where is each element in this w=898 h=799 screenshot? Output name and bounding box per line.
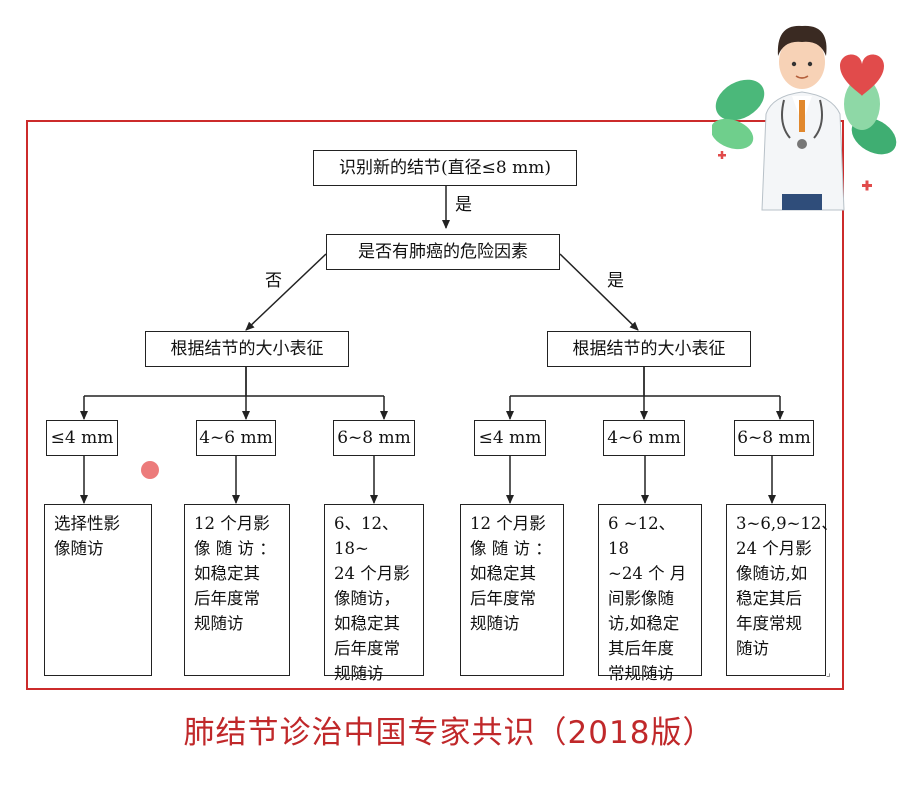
action-leq4-right: 12 个月影 像 随 访 ： 如稳定其 后年度常 规随访	[460, 504, 564, 676]
risk-factor-node: 是否有肺癌的危险因素	[326, 234, 560, 270]
action-6-8-right: 3~6,9~12、 24 个月影 像随访,如 稳定其后 年度常规 随访	[726, 504, 838, 676]
size-6-8-left: 6~8 mm	[333, 420, 415, 456]
corner-mark: ⌟	[826, 668, 831, 679]
size-node-left: 根据结节的大小表征	[145, 331, 349, 367]
doctor-illustration	[712, 25, 897, 211]
action-4-6-left: 12 个月影 像 随 访 ： 如稳定其 后年度常 规随访	[184, 504, 290, 676]
yes-edge-label-right: 是	[607, 271, 624, 291]
size-leq4-left: ≤4 mm	[46, 420, 118, 456]
size-node-right: 根据结节的大小表征	[547, 331, 751, 367]
size-6-8-right: 6~8 mm	[734, 420, 814, 456]
yes-edge-label: 是	[455, 195, 472, 215]
action-4-6-right: 6 ~12、18 ~24 个 月 间影像随 访,如稳定 其后年度 常规随访	[598, 504, 702, 683]
size-4-6-left: 4~6 mm	[196, 420, 276, 456]
action-leq4-left: 选择性影 像随访	[44, 504, 152, 676]
size-leq4-right: ≤4 mm	[474, 420, 546, 456]
caption: 肺结节诊治中国专家共识（2018版）	[183, 715, 715, 751]
red-dot	[141, 461, 159, 479]
start-node: 识别新的结节(直径≤8 mm)	[313, 150, 577, 186]
size-4-6-right: 4~6 mm	[603, 420, 685, 456]
no-edge-label: 否	[265, 271, 282, 291]
action-6-8-left: 6、12、18~ 24 个月影 像随访， 如稳定其 后年度常 规随访	[324, 504, 424, 683]
flowchart-frame	[26, 120, 844, 690]
